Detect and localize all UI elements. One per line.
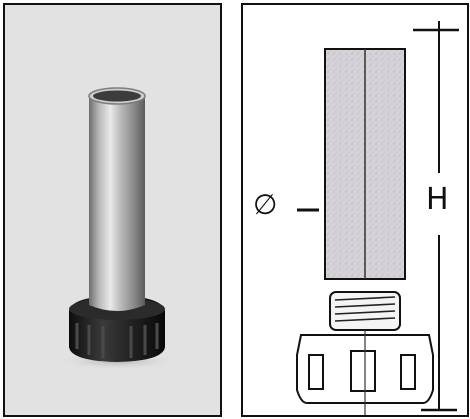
tube-body: [89, 97, 145, 311]
base-foot-slots: [308, 350, 416, 392]
technical-drawing-panel: ∅ H: [241, 3, 469, 417]
thread-lines: [334, 296, 396, 322]
diameter-symbol: ∅: [253, 188, 278, 221]
product-photo: [55, 87, 179, 370]
base-knurl-ridges: [75, 323, 159, 358]
technical-drawing: [296, 21, 459, 415]
height-label: H: [426, 182, 449, 217]
product-photo-panel: [3, 3, 222, 417]
tube-top-opening: [93, 90, 141, 102]
